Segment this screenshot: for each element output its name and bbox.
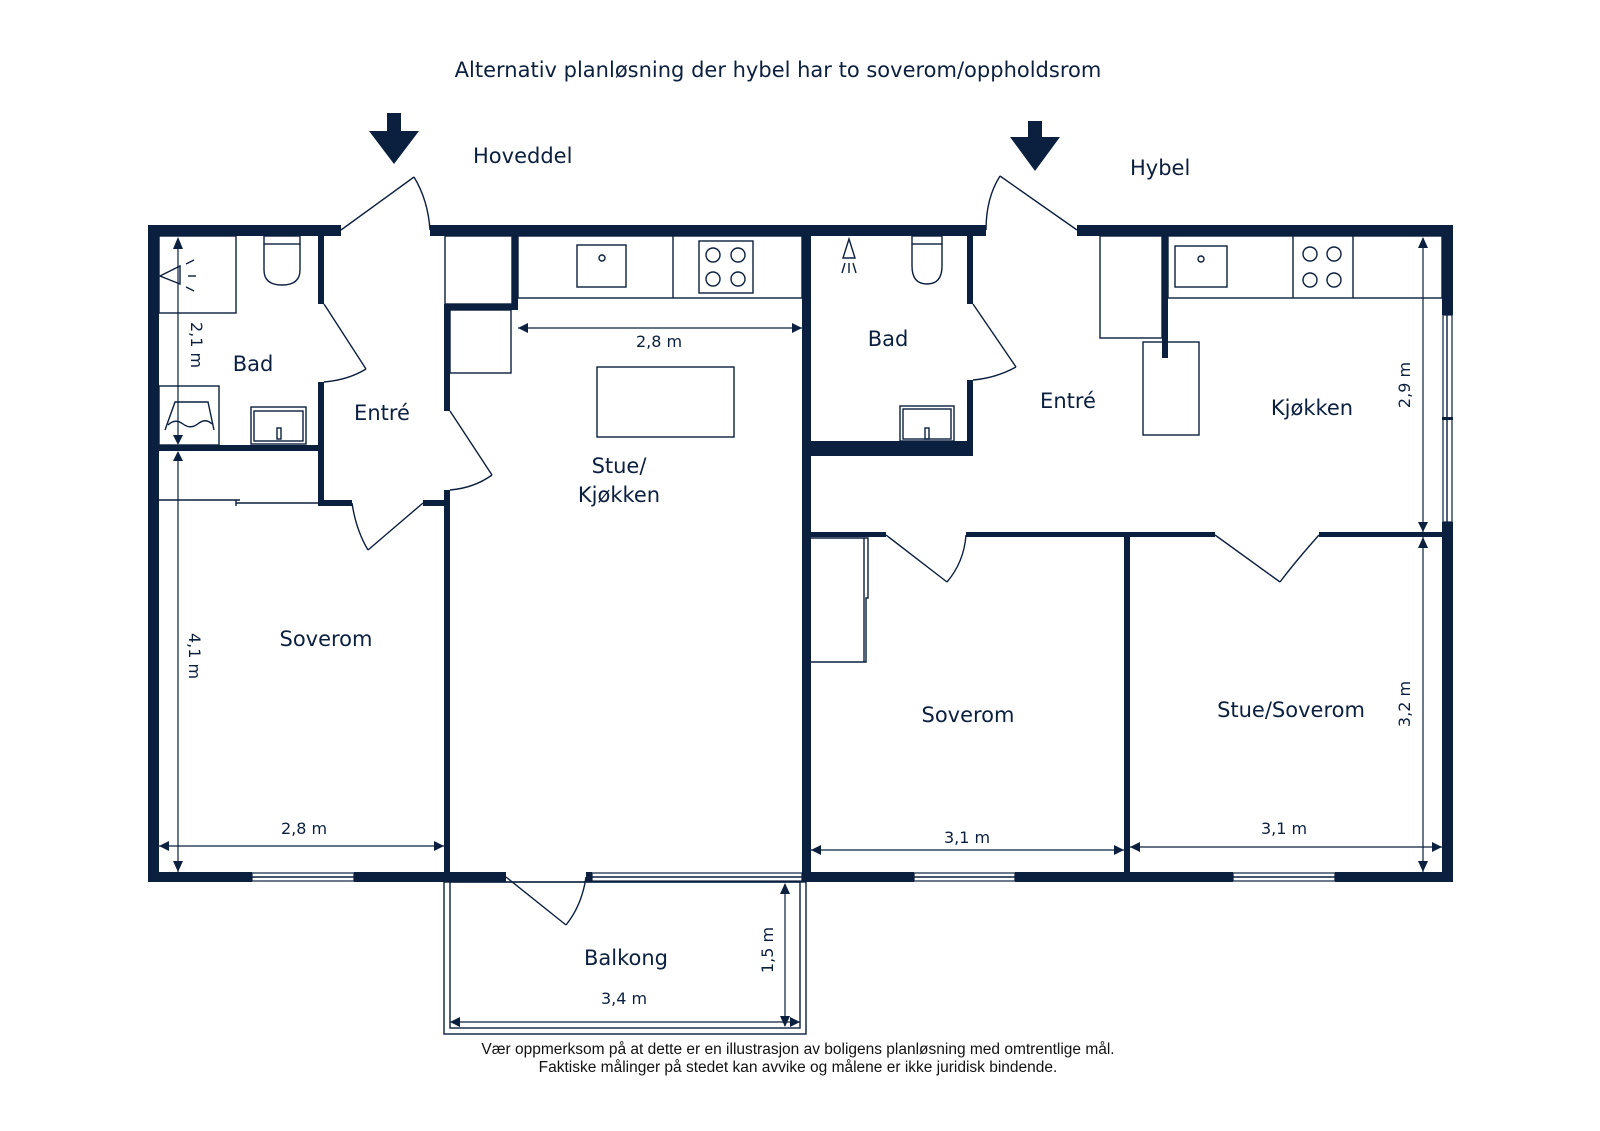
dim-main-bedroom-height: 4,1 m — [185, 633, 204, 679]
room-label-hybel-bedroom: Soverom — [921, 703, 1014, 727]
disclaimer-line-1: Vær oppmerksom på at dette er en illustr… — [481, 1041, 1114, 1058]
kitchen-counter — [1099, 235, 1443, 339]
shower-icon — [158, 235, 237, 314]
kitchen-sink-icon — [1174, 245, 1228, 288]
room-label-main-kitchen: Kjøkken — [578, 483, 660, 507]
toilet-icon — [263, 235, 301, 286]
plan-title: Alternativ planløsning der hybel har to … — [455, 58, 1102, 82]
wardrobe — [159, 499, 318, 506]
room-label-hybel-kitchen: Kjøkken — [1271, 396, 1353, 420]
dim-hybel-bedroom-width: 3,1 m — [944, 828, 990, 847]
cooktop-icon — [698, 240, 754, 294]
room-label-main-living: Stue/ — [592, 454, 648, 478]
room-label-main-entry: Entré — [354, 401, 410, 425]
dim-hybel-living-width: 3,1 m — [1261, 819, 1307, 838]
disclaimer-line-2: Faktiske målinger på stedet kan avvike o… — [539, 1059, 1058, 1076]
washbasin-icon — [899, 405, 955, 442]
exterior-walls — [148, 225, 1453, 882]
kitchen-island — [596, 366, 735, 438]
windows — [251, 314, 1453, 882]
room-label-balcony: Balkong — [584, 946, 668, 970]
doors — [323, 175, 1320, 926]
kitchen-table — [1142, 341, 1200, 436]
dim-main-bedroom-width: 2,8 m — [281, 819, 327, 838]
dim-main-bath-height: 2,1 m — [187, 322, 206, 368]
unit-label-hoveddel: Hoveddel — [473, 144, 572, 168]
dimension-lines — [159, 237, 1442, 1027]
dim-hybel-living-height: 3,2 m — [1395, 681, 1414, 727]
interior-walls — [159, 236, 1442, 882]
room-label-main-bedroom: Soverom — [279, 627, 372, 651]
arrow-down-icon — [369, 113, 419, 164]
arrow-down-icon — [1010, 121, 1060, 171]
room-label-main-bath: Bad — [233, 352, 274, 376]
washbasin-icon — [250, 406, 307, 445]
wardrobe — [811, 537, 869, 663]
room-label-hybel-living-bedroom: Stue/Soverom — [1217, 698, 1365, 722]
toilet-icon — [911, 235, 943, 285]
room-label-hybel-entry: Entré — [1040, 389, 1096, 413]
room-label-hybel-bath: Bad — [868, 327, 909, 351]
cooktop-icon — [1302, 246, 1342, 288]
kitchen-counter — [444, 235, 803, 374]
kitchen-sink-icon — [576, 244, 627, 288]
dim-balcony-width: 3,4 m — [601, 989, 647, 1008]
bathtub-icon — [158, 385, 220, 446]
dim-hybel-kitchen-height: 2,9 m — [1395, 362, 1414, 408]
dim-balcony-depth: 1,5 m — [758, 927, 777, 973]
dim-main-kitchen-width: 2,8 m — [636, 332, 682, 351]
balcony-railing — [443, 881, 807, 1035]
shower-icon — [841, 236, 857, 274]
unit-label-hybel: Hybel — [1130, 156, 1190, 180]
